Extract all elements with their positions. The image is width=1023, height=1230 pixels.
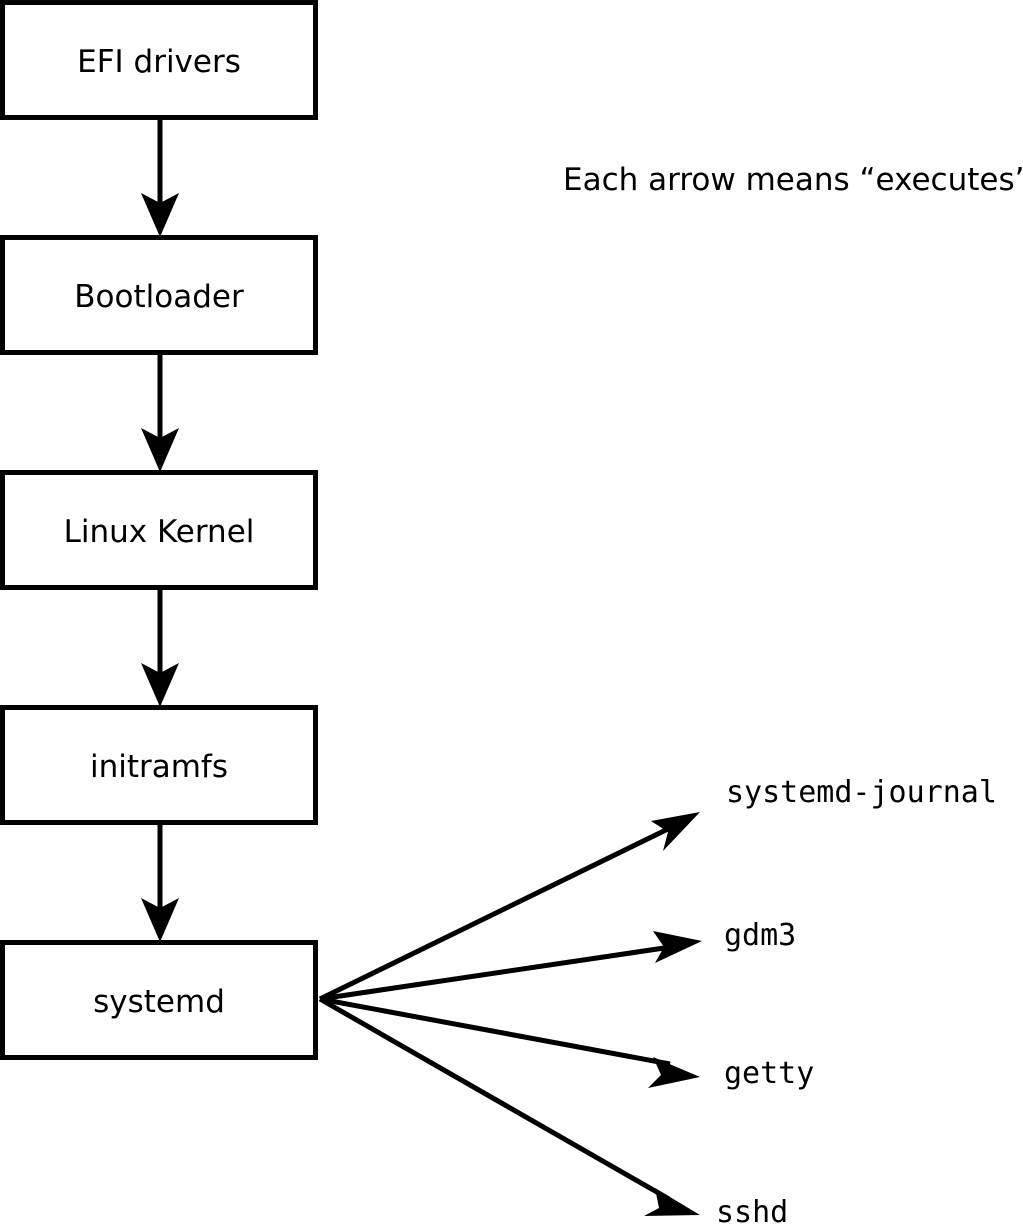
arrow-head-icon [141, 898, 179, 942]
chain-arrow-efi-to-bootloader [141, 118, 179, 237]
box-label-systemd: systemd [93, 984, 225, 1020]
leaf-label-systemd-journal: systemd-journal [726, 775, 997, 810]
box-outline [0, 470, 318, 590]
chain-arrow-bootloader-to-kernel [141, 353, 179, 472]
box-label-bootloader: Bootloader [74, 279, 244, 315]
box-label-efi-drivers: EFI drivers [77, 44, 241, 80]
legend-caption: Each arrow means “executes”. [563, 162, 1023, 198]
fanout-arrow-gdm3 [319, 931, 702, 1002]
fanout-arrow-getty [319, 996, 700, 1088]
box-initramfs[interactable]: initramfs [0, 705, 318, 825]
box-linux-kernel[interactable]: Linux Kernel [0, 470, 318, 590]
box-outline [0, 940, 318, 1060]
box-systemd[interactable]: systemd [0, 940, 318, 1060]
arrow-shaft [319, 944, 672, 1002]
box-outline [0, 705, 318, 825]
arrow-head-icon [141, 663, 179, 707]
fanout-arrow-systemd-journal [318, 812, 700, 1002]
fanout-arrow-sshd [318, 996, 700, 1216]
arrow-head-icon [141, 428, 179, 472]
box-outline [0, 0, 318, 120]
chain-arrow-kernel-to-initramfs [141, 588, 179, 707]
arrow-head-icon [644, 1188, 700, 1216]
leaf-label-sshd: sshd [716, 1195, 788, 1230]
arrow-shaft [318, 824, 674, 1002]
box-efi-drivers[interactable]: EFI drivers [0, 0, 318, 120]
chain-arrow-initramfs-to-systemd [141, 823, 179, 942]
arrow-shaft [319, 996, 671, 1067]
box-label-linux-kernel: Linux Kernel [64, 514, 255, 550]
arrow-head-icon [653, 931, 702, 963]
arrow-head-icon [648, 1057, 700, 1088]
arrow-head-icon [651, 812, 700, 851]
box-outline [0, 235, 318, 355]
leaf-label-getty: getty [724, 1056, 814, 1091]
box-label-initramfs: initramfs [90, 749, 228, 785]
arrow-shaft [318, 996, 671, 1202]
box-bootloader[interactable]: Bootloader [0, 235, 318, 355]
leaf-label-gdm3: gdm3 [724, 918, 796, 953]
arrow-head-icon [141, 193, 179, 237]
